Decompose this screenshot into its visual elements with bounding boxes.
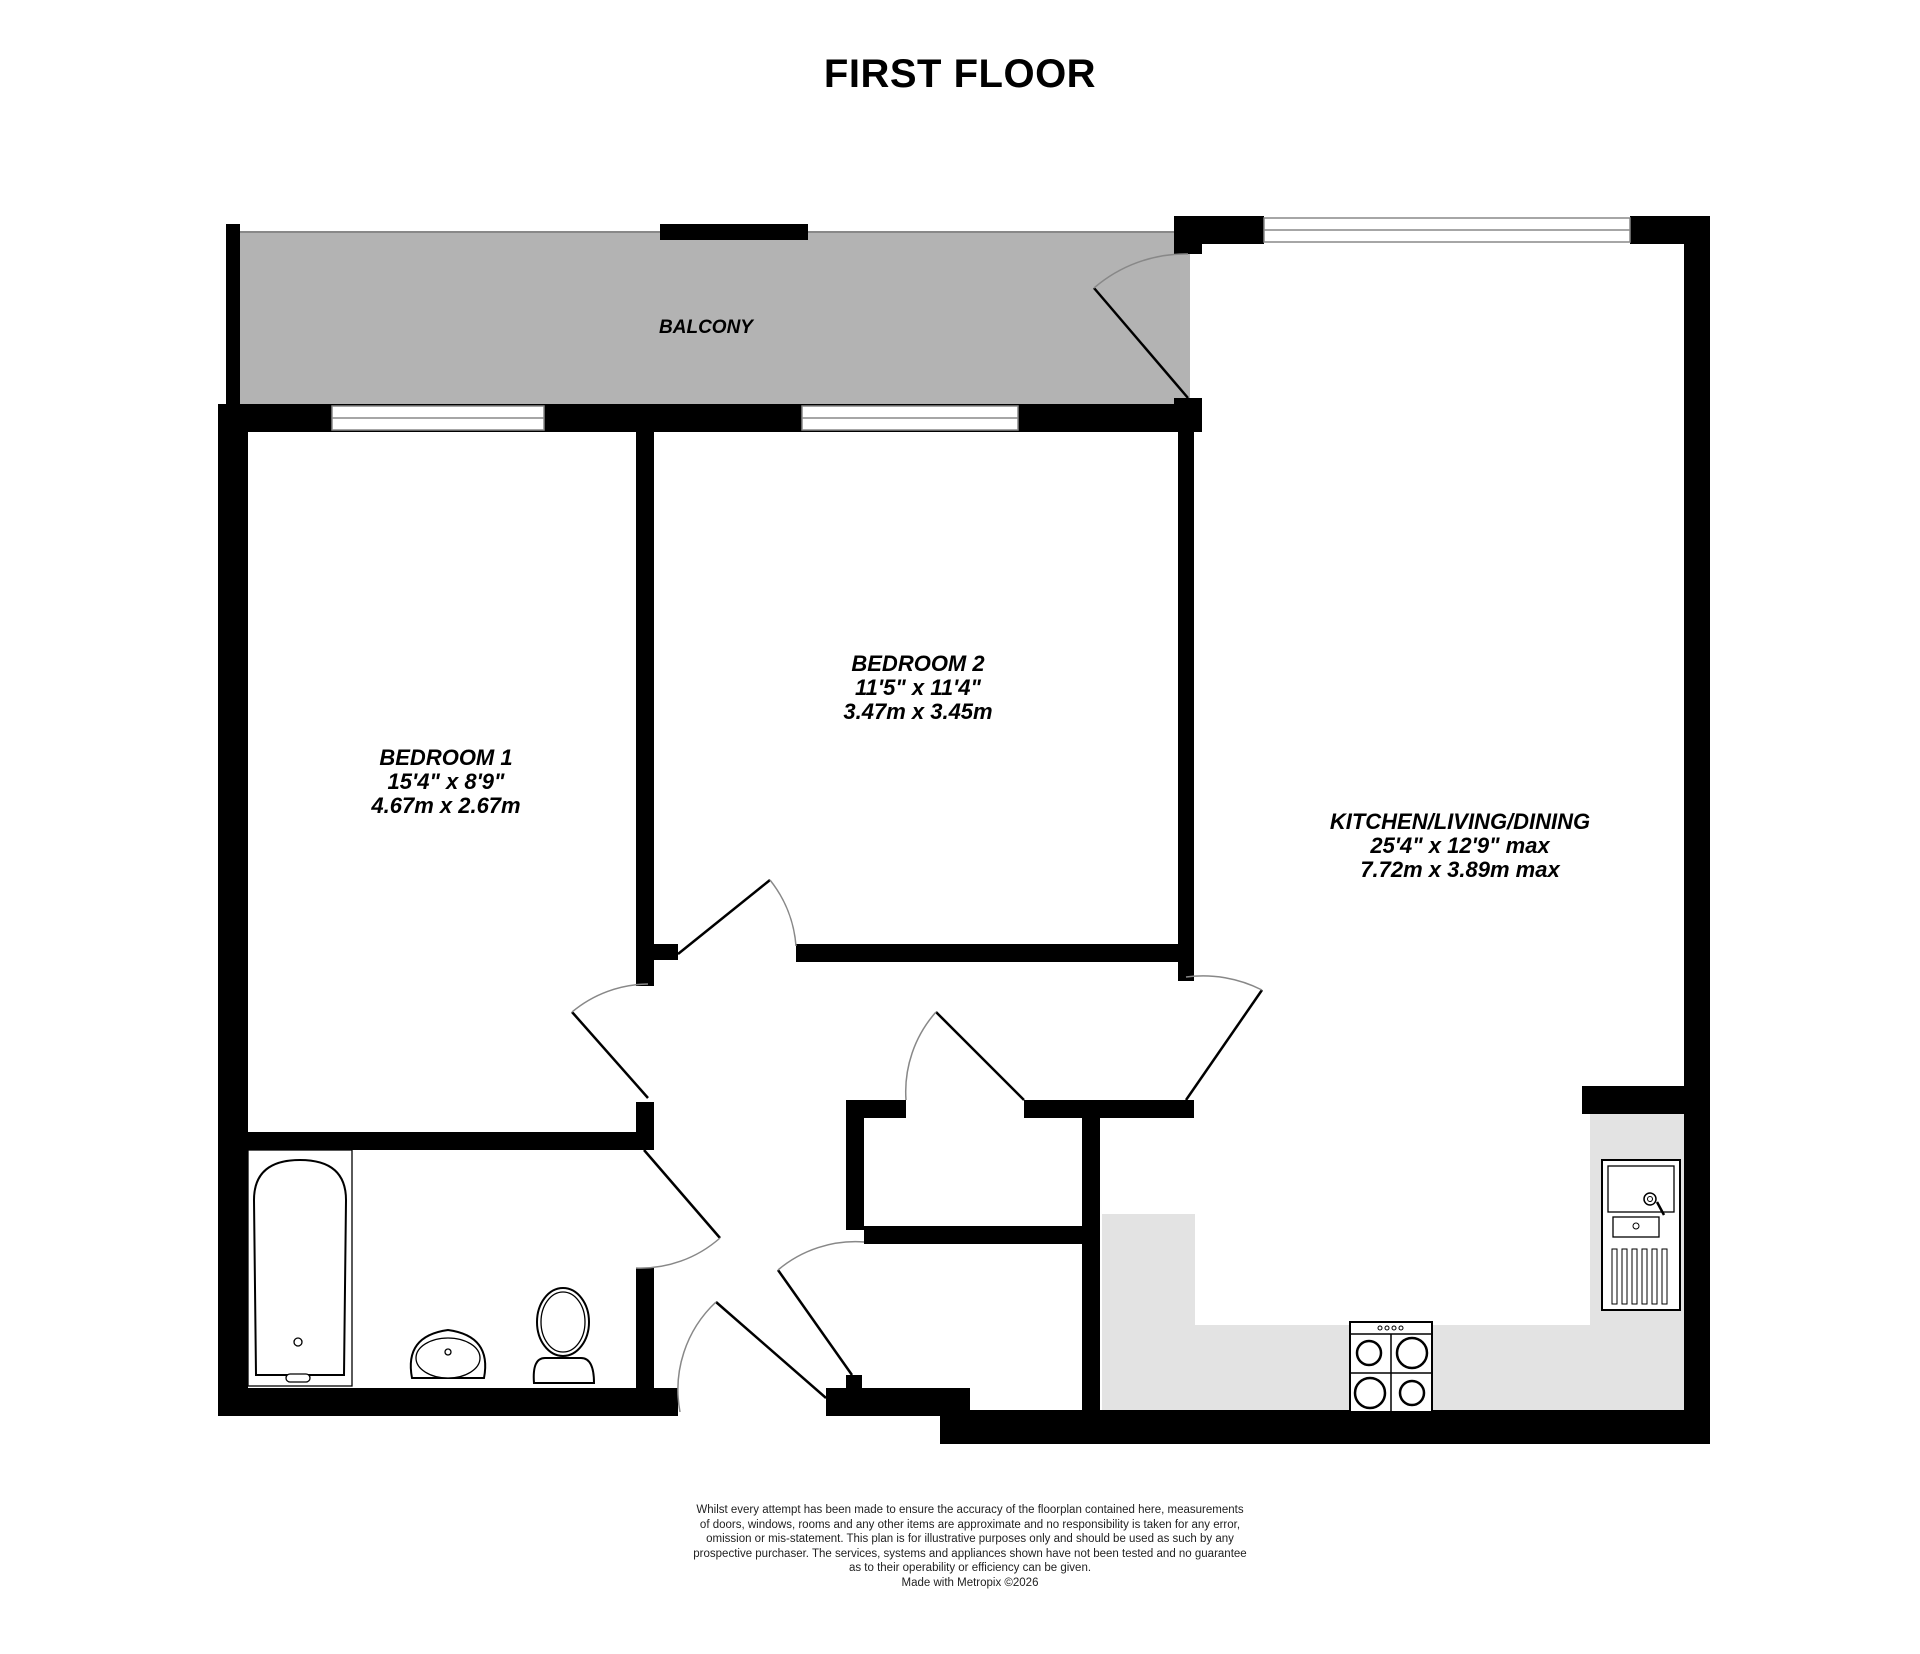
disclaimer: Whilst every attempt has been made to en… bbox=[620, 1503, 1320, 1590]
basin-icon bbox=[409, 1328, 487, 1379]
hob-icon bbox=[1349, 1321, 1433, 1413]
windows bbox=[331, 217, 1631, 431]
room-dimensions-metric: 7.72m x 3.89m max bbox=[1360, 857, 1560, 882]
room-name: BEDROOM 1 bbox=[379, 745, 513, 770]
door-entrance bbox=[715, 1301, 827, 1399]
wall bbox=[796, 944, 1192, 962]
room-dimensions-metric: 4.67m x 2.67m bbox=[371, 793, 521, 818]
room-name: KITCHEN/LIVING/DINING bbox=[1329, 809, 1591, 834]
door-bedroom-1 bbox=[571, 1011, 649, 1099]
room-name: BEDROOM 2 bbox=[851, 651, 985, 676]
door-bedroom-2 bbox=[677, 879, 771, 955]
doors bbox=[571, 253, 1264, 1413]
balcony-post bbox=[660, 224, 808, 240]
room-dimensions-imperial: 25'4" x 12'9" max bbox=[1370, 833, 1550, 858]
wall bbox=[1174, 216, 1264, 244]
door-cupboard bbox=[935, 1011, 1025, 1101]
door-cupboard-2 bbox=[776, 1269, 854, 1376]
wall bbox=[1684, 216, 1710, 1444]
wall bbox=[1082, 1100, 1100, 1444]
balcony-area bbox=[240, 232, 1190, 404]
disclaimer-line: omission or mis-statement. This plan is … bbox=[706, 1533, 1234, 1545]
wall bbox=[218, 1388, 678, 1416]
wall bbox=[846, 1100, 864, 1230]
balcony-wall-left bbox=[226, 224, 240, 409]
kitchen-worktop bbox=[1102, 1112, 1684, 1410]
room-name: BALCONY bbox=[659, 317, 753, 338]
wall bbox=[1582, 1086, 1710, 1114]
wall bbox=[248, 1132, 654, 1150]
room-dimensions-metric: 3.47m x 3.45m bbox=[843, 699, 993, 724]
wall bbox=[1024, 1100, 1194, 1118]
room-label-kitchen-living-dining: KITCHEN/LIVING/DINING 25'4" x 12'9" max … bbox=[1330, 810, 1590, 882]
room-label-bedroom-2: BEDROOM 2 11'5" x 11'4" 3.47m x 3.45m bbox=[843, 652, 992, 724]
bath-icon bbox=[247, 1149, 353, 1387]
disclaimer-line: as to their operability or efficiency ca… bbox=[848, 1562, 1092, 1574]
wall bbox=[218, 404, 248, 1414]
wall bbox=[846, 1375, 862, 1395]
disclaimer-line: Whilst every attempt has been made to en… bbox=[696, 1504, 1244, 1516]
wall bbox=[1178, 426, 1194, 981]
room-label-balcony: BALCONY bbox=[659, 316, 753, 340]
disclaimer-line: of doors, windows, rooms and any other i… bbox=[699, 1518, 1241, 1531]
room-dimensions-imperial: 15'4" x 8'9" bbox=[387, 769, 505, 794]
wall bbox=[636, 1268, 654, 1416]
door-kitchen bbox=[1184, 989, 1264, 1101]
kitchen-sink-icon bbox=[1601, 1159, 1681, 1311]
wall bbox=[636, 944, 678, 960]
door-balcony bbox=[1093, 287, 1189, 399]
wall bbox=[636, 1102, 654, 1150]
room-dimensions-imperial: 11'5" x 11'4" bbox=[855, 675, 981, 700]
credit: Made with Metropix ©2026 bbox=[901, 1576, 1039, 1589]
floor-title: FIRST FLOOR bbox=[823, 52, 1097, 96]
toilet-icon bbox=[532, 1287, 596, 1384]
disclaimer-line: prospective purchaser. The services, sys… bbox=[693, 1547, 1247, 1560]
wall bbox=[940, 1410, 1710, 1444]
room-label-bedroom-1: BEDROOM 1 15'4" x 8'9" 4.67m x 2.67m bbox=[371, 746, 520, 818]
wall bbox=[636, 404, 654, 986]
wall bbox=[864, 1226, 1092, 1244]
door-bathroom bbox=[643, 1149, 721, 1239]
